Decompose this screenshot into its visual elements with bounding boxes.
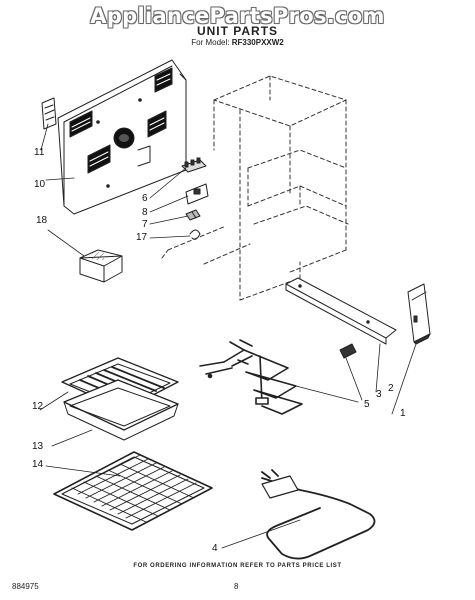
control-box bbox=[79, 249, 123, 283]
callout-4: 4 bbox=[212, 543, 218, 554]
callout-10: 10 bbox=[34, 179, 46, 190]
callout-13: 12 bbox=[32, 401, 44, 412]
side-rail bbox=[285, 277, 397, 345]
cabinet-frame bbox=[161, 75, 349, 301]
callout-2: 2 bbox=[388, 383, 394, 394]
panel-bracket bbox=[41, 97, 57, 130]
model-line: For Model: RF330PXXW2 bbox=[0, 38, 475, 47]
vent-lower-right bbox=[147, 110, 167, 138]
bake-element bbox=[261, 469, 376, 560]
connector bbox=[185, 209, 201, 221]
callout-18: 18 bbox=[36, 215, 48, 226]
watermark: AppliancePartsPros.com bbox=[90, 4, 385, 28]
callout-7: 7 bbox=[142, 219, 148, 230]
leader-lines bbox=[39, 123, 417, 549]
callout-3: 3 bbox=[376, 389, 382, 400]
callout-11: 11 bbox=[34, 147, 45, 158]
terminal-block bbox=[181, 157, 207, 173]
wire-clip bbox=[189, 229, 201, 240]
callout-17: 17 bbox=[136, 232, 148, 243]
switch-bracket bbox=[185, 183, 209, 205]
rail-bracket-small bbox=[339, 343, 357, 359]
callout-6: 6 bbox=[142, 193, 148, 204]
callout-1: 1 bbox=[400, 408, 406, 419]
model-number: RF330PXXW2 bbox=[231, 38, 284, 47]
vent-lower-left bbox=[87, 144, 111, 174]
broiler-pan-tray bbox=[63, 379, 179, 441]
vent-upper-left bbox=[69, 110, 93, 138]
callout-14: 14 bbox=[32, 459, 44, 470]
broil-element bbox=[199, 339, 303, 415]
page-number: 8 bbox=[234, 582, 239, 591]
callout-12: 13 bbox=[32, 441, 44, 452]
diagram-title: UNIT PARTS bbox=[196, 24, 279, 38]
vent-upper-right bbox=[154, 67, 173, 93]
ordering-note: FOR ORDERING INFORMATION REFER TO PARTS … bbox=[133, 563, 342, 569]
back-panel bbox=[57, 59, 187, 215]
rail-end-cap bbox=[407, 283, 431, 345]
callout-8: 8 bbox=[142, 207, 148, 218]
oven-rack bbox=[53, 451, 213, 531]
callout-5: 5 bbox=[364, 399, 370, 410]
model-prefix: For Model: bbox=[191, 38, 230, 47]
document-id: 884975 bbox=[12, 582, 39, 591]
